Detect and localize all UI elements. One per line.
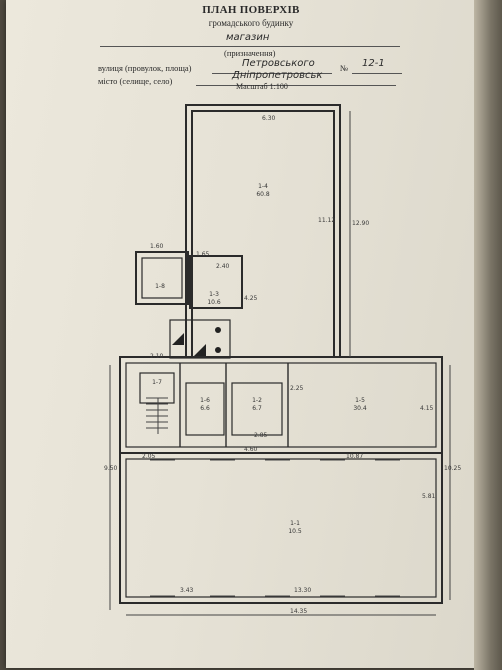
purpose-line (100, 46, 400, 47)
room-area: 10.5 (288, 528, 302, 535)
city-label: місто (селище, село) (98, 76, 173, 86)
room-area: 60.8 (256, 191, 270, 198)
dimension-label: 2.05 (142, 453, 156, 460)
dimension-label: 3.43 (180, 587, 194, 594)
dimension-label: 4.15 (420, 405, 434, 412)
number-value: 12-1 (362, 58, 385, 69)
street-value: Петровського (242, 58, 315, 69)
room-label: 1-6 (200, 397, 210, 404)
dimension-label: 5.81 (422, 493, 436, 500)
room-area: 30.4 (353, 405, 367, 412)
room-label: 1-2 (252, 397, 262, 404)
street-line (212, 73, 332, 74)
dimension-label: 14.35 (290, 608, 307, 615)
city-value: Дніпропетровськ (232, 70, 323, 81)
number-label: № (340, 63, 349, 73)
city-line (196, 85, 396, 86)
purpose-label: (призначення) (224, 48, 276, 58)
purpose-value: магазин (226, 32, 270, 43)
dimension-label: 13.30 (294, 587, 311, 594)
room-label: 1-8 (155, 283, 165, 290)
doc-subtitle: громадського будинку (208, 18, 294, 28)
dimension-label: 2.85 (254, 432, 268, 439)
dimension-label: 2.10 (150, 353, 164, 360)
dimension-label: 9.50 (104, 465, 118, 472)
room-label: 1-4 (258, 183, 268, 190)
dimension-label: 6.30 (262, 115, 276, 122)
dimension-label: 4.25 (244, 295, 258, 302)
room-label: 1-5 (355, 397, 365, 404)
room-label: 1-7 (152, 379, 162, 386)
binder-spine (474, 0, 502, 670)
dimension-label: 10.87 (346, 453, 363, 460)
room-label: 1-1 (290, 520, 300, 527)
dimension-label: 10.25 (444, 465, 461, 472)
dimension-label: 4.60 (244, 446, 258, 453)
scale-label: Масштаб 1:100 (236, 82, 288, 91)
doc-title: ПЛАН ПОВЕРХІВ (202, 4, 300, 16)
room-area: 6.6 (200, 405, 210, 412)
dimension-label: 2.25 (290, 385, 304, 392)
dimension-label: 1.60 (150, 243, 164, 250)
room-label: 1-3 (209, 291, 219, 298)
dimension-label: 11.12 (318, 217, 335, 224)
room-area: 6.7 (252, 405, 262, 412)
room-area: 10.6 (207, 299, 221, 306)
dimension-label: 2.40 (216, 263, 230, 270)
dimension-label: 1.65 (196, 251, 210, 258)
dimension-label: 12.90 (352, 220, 369, 227)
street-label: вулиця (провулок, площа) (98, 63, 192, 73)
number-line (352, 73, 402, 74)
